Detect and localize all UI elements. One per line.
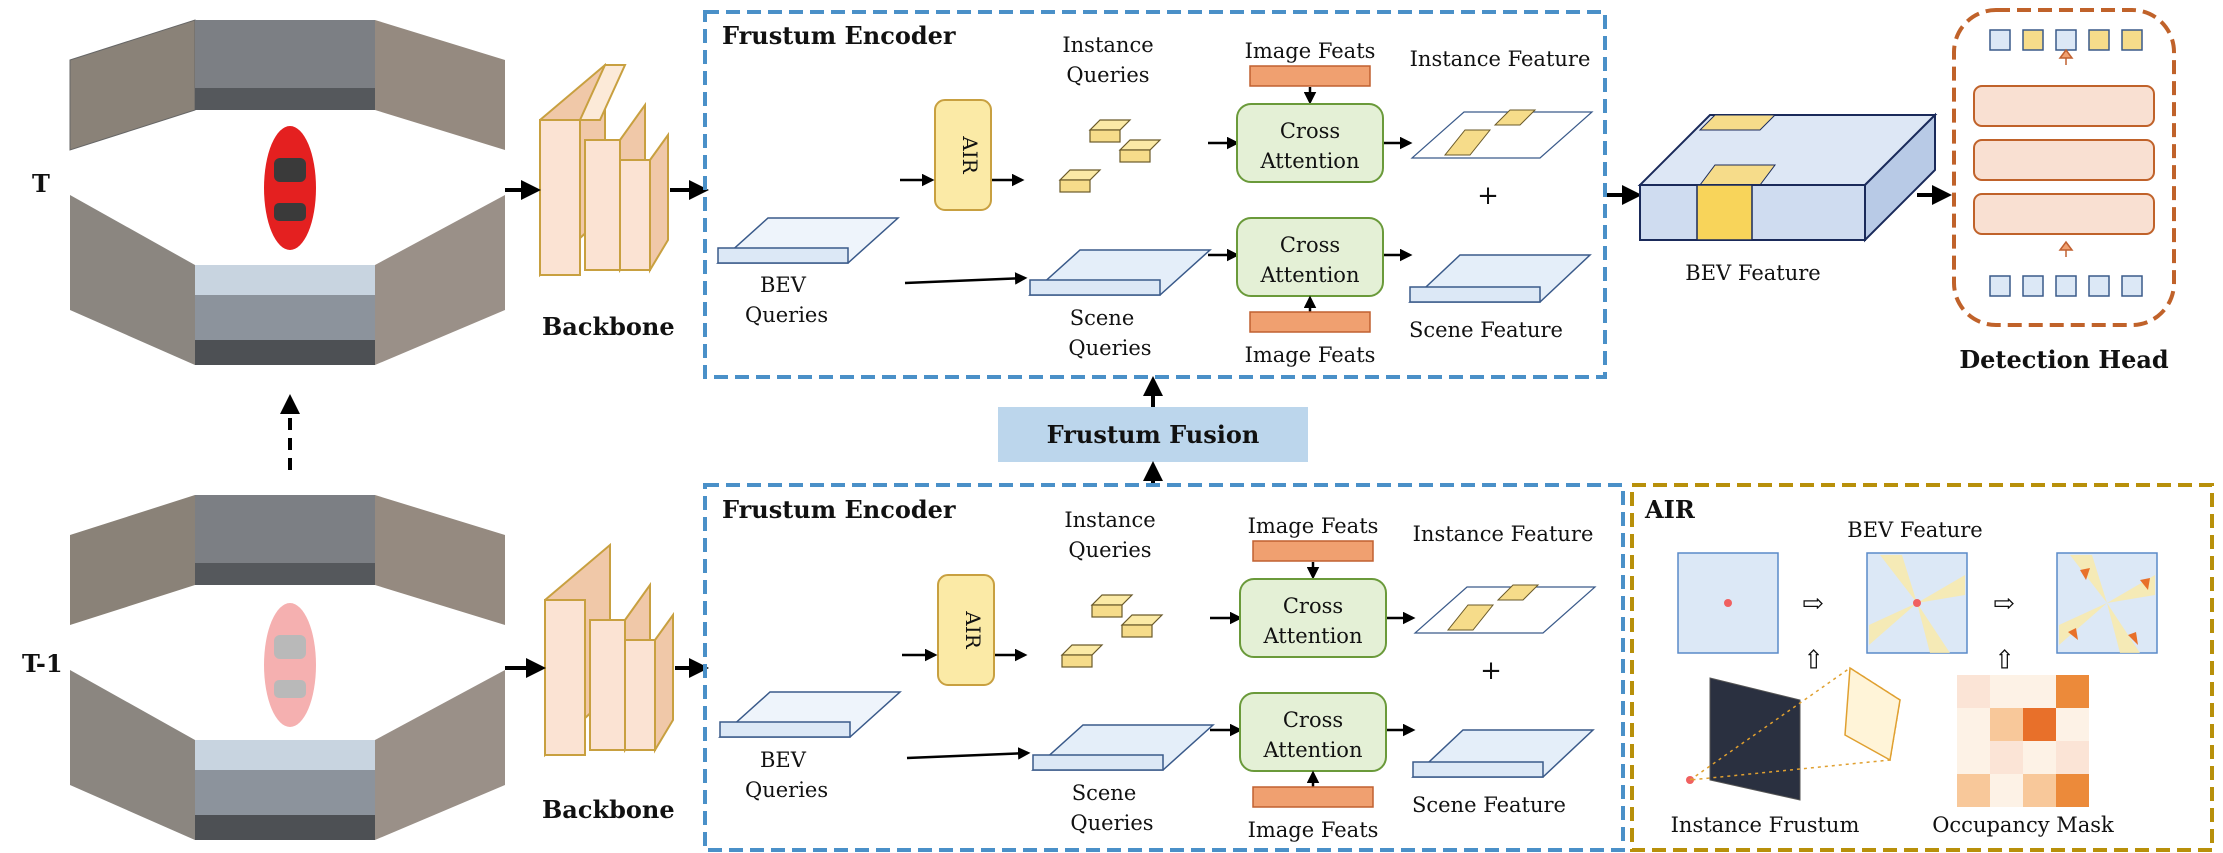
- instance-queries-blocks-t-1: [1060, 594, 1164, 668]
- up-arrow-icon: [2058, 48, 2074, 65]
- cross-attention-label-t-top-line1: Cross: [1280, 119, 1340, 143]
- air-bev-frustum-map: [1866, 552, 1968, 654]
- cross-attention-label-t-1-top-line2: Attention: [1263, 624, 1363, 648]
- time-label-t-1: T-1: [22, 649, 63, 678]
- arrow-bev-to-scene-t: [904, 272, 1028, 285]
- backbone-t-1: [544, 542, 674, 758]
- cross-attention-label-t-top-line2: Attention: [1260, 149, 1360, 173]
- detection-output-tokens: [1989, 29, 2143, 51]
- head-layer-2: [1973, 139, 2155, 181]
- arrow-bev-to-scene-t-1: [906, 747, 1031, 760]
- air-bev-masked-map: [2056, 552, 2158, 654]
- bev-feature-label: BEV Feature: [1685, 261, 1820, 285]
- scene-feature-grid-t-1: [1411, 729, 1595, 778]
- cross-attention-label-t-bottom-line2: Attention: [1260, 263, 1360, 287]
- air-right-arrow-2-icon: ⇨: [1993, 589, 2015, 619]
- air-block-label-t-1: AIR: [961, 610, 985, 649]
- cross-attention-t-top: [1236, 103, 1384, 183]
- cross-attention-label-t-1-top-line1: Cross: [1283, 594, 1343, 618]
- bev-queries-grid-t: [716, 217, 900, 264]
- air-block-t-1: [937, 574, 995, 686]
- air-up-arrow-2-icon: ⇨: [1990, 648, 2020, 670]
- scene-feature-grid-t: [1408, 254, 1592, 303]
- instance-queries-label-t-1-line2: Queries: [1068, 538, 1151, 562]
- time-label-t: T: [32, 169, 50, 198]
- frustum-encoder-title-t: Frustum Encoder: [722, 21, 956, 50]
- image-feats-bar-t-bottom: [1249, 311, 1371, 333]
- scene-queries-label-t-1-line2: Queries: [1070, 811, 1153, 835]
- instance-queries-label-t-1-line1: Instance: [1064, 508, 1155, 532]
- occupancy-mask-heatmap: [1957, 675, 2089, 807]
- air-block-t: [934, 99, 992, 211]
- instance-frustum-illustration: [1686, 666, 1901, 801]
- detection-input-tokens: [1989, 275, 2143, 297]
- instance-queries-label-t-line2: Queries: [1066, 63, 1149, 87]
- scene-feature-label-t: Scene Feature: [1409, 318, 1563, 342]
- bev-queries-label-t-line2: Queries: [745, 303, 828, 327]
- backbone-label-t: Backbone: [542, 312, 675, 341]
- frustum-encoder-title-t-1: Frustum Encoder: [722, 495, 956, 524]
- bev-feature-volume: [1637, 112, 1938, 243]
- air-bev-point-marker: [1724, 599, 1732, 607]
- bev-queries-grid-t-1: [718, 691, 902, 738]
- cross-attention-t-1-top: [1239, 578, 1387, 658]
- instance-frustum-label: Instance Frustum: [1671, 813, 1860, 837]
- image-feats-label-t-top: Image Feats: [1245, 39, 1376, 63]
- detection-head-box: [1952, 8, 2176, 327]
- head-layer-1: [1973, 85, 2155, 127]
- instance-queries-blocks-t: [1058, 119, 1162, 193]
- camera-rig-t: [69, 19, 505, 365]
- air-right-arrow-1-icon: ⇨: [1802, 589, 1824, 619]
- scene-queries-grid-t-1: [1031, 724, 1215, 771]
- air-up-arrow-1-icon: ⇨: [1799, 648, 1829, 670]
- image-feats-bar-t-1-bottom: [1252, 786, 1374, 808]
- scene-feature-label-t-1: Scene Feature: [1412, 793, 1566, 817]
- camera-rig-t-1: [70, 495, 505, 840]
- scene-queries-label-t-line2: Queries: [1068, 336, 1151, 360]
- plus-sign-t-1: +: [1480, 656, 1502, 686]
- bev-queries-label-t-1-line2: Queries: [745, 778, 828, 802]
- backbone-t: [539, 62, 669, 278]
- instance-feature-grid-t: [1410, 109, 1594, 159]
- image-feats-label-t-bottom: Image Feats: [1245, 343, 1376, 367]
- scene-queries-label-t-line1: Scene: [1070, 306, 1135, 330]
- ego-car-icon: [264, 126, 316, 250]
- bev-queries-label-t-1-line1: BEV: [760, 748, 807, 772]
- detection-head-label: Detection Head: [1959, 345, 2169, 374]
- air-panel-box: [1630, 483, 2214, 852]
- air-block-label-t: AIR: [958, 135, 982, 174]
- up-arrow-icon-lower: [2058, 240, 2074, 257]
- backbone-label-t-1: Backbone: [542, 795, 675, 824]
- scene-queries-grid-t: [1028, 249, 1212, 296]
- cross-attention-label-t-1-bottom-line1: Cross: [1283, 708, 1343, 732]
- air-panel-title: AIR: [1644, 495, 1696, 524]
- ego-car-faded-icon: [264, 603, 316, 727]
- cross-attention-label-t-1-bottom-line2: Attention: [1263, 738, 1363, 762]
- instance-feature-label-t-1: Instance Feature: [1413, 522, 1594, 546]
- occupancy-mask-label: Occupancy Mask: [1932, 813, 2114, 837]
- plus-sign-t: +: [1477, 181, 1499, 211]
- head-layer-3: [1973, 193, 2155, 235]
- instance-queries-label-t-line1: Instance: [1062, 33, 1153, 57]
- cross-attention-label-t-bottom-line1: Cross: [1280, 233, 1340, 257]
- bev-queries-label-t-line1: BEV: [760, 273, 807, 297]
- scene-queries-label-t-1-line1: Scene: [1072, 781, 1137, 805]
- frustum-encoder-box-t-1: [703, 483, 1625, 852]
- frustum-fusion-block: [998, 407, 1308, 462]
- image-feats-bar-t-top: [1249, 65, 1371, 87]
- instance-feature-grid-t-1: [1413, 584, 1597, 634]
- instance-feature-label-t: Instance Feature: [1410, 47, 1591, 71]
- frustum-fusion-label: Frustum Fusion: [1047, 420, 1260, 449]
- air-panel-bev-feature-label: BEV Feature: [1847, 518, 1982, 542]
- image-feats-label-t-1-bottom: Image Feats: [1248, 818, 1379, 842]
- image-feats-label-t-1-top: Image Feats: [1248, 514, 1379, 538]
- image-feats-bar-t-1-top: [1252, 540, 1374, 562]
